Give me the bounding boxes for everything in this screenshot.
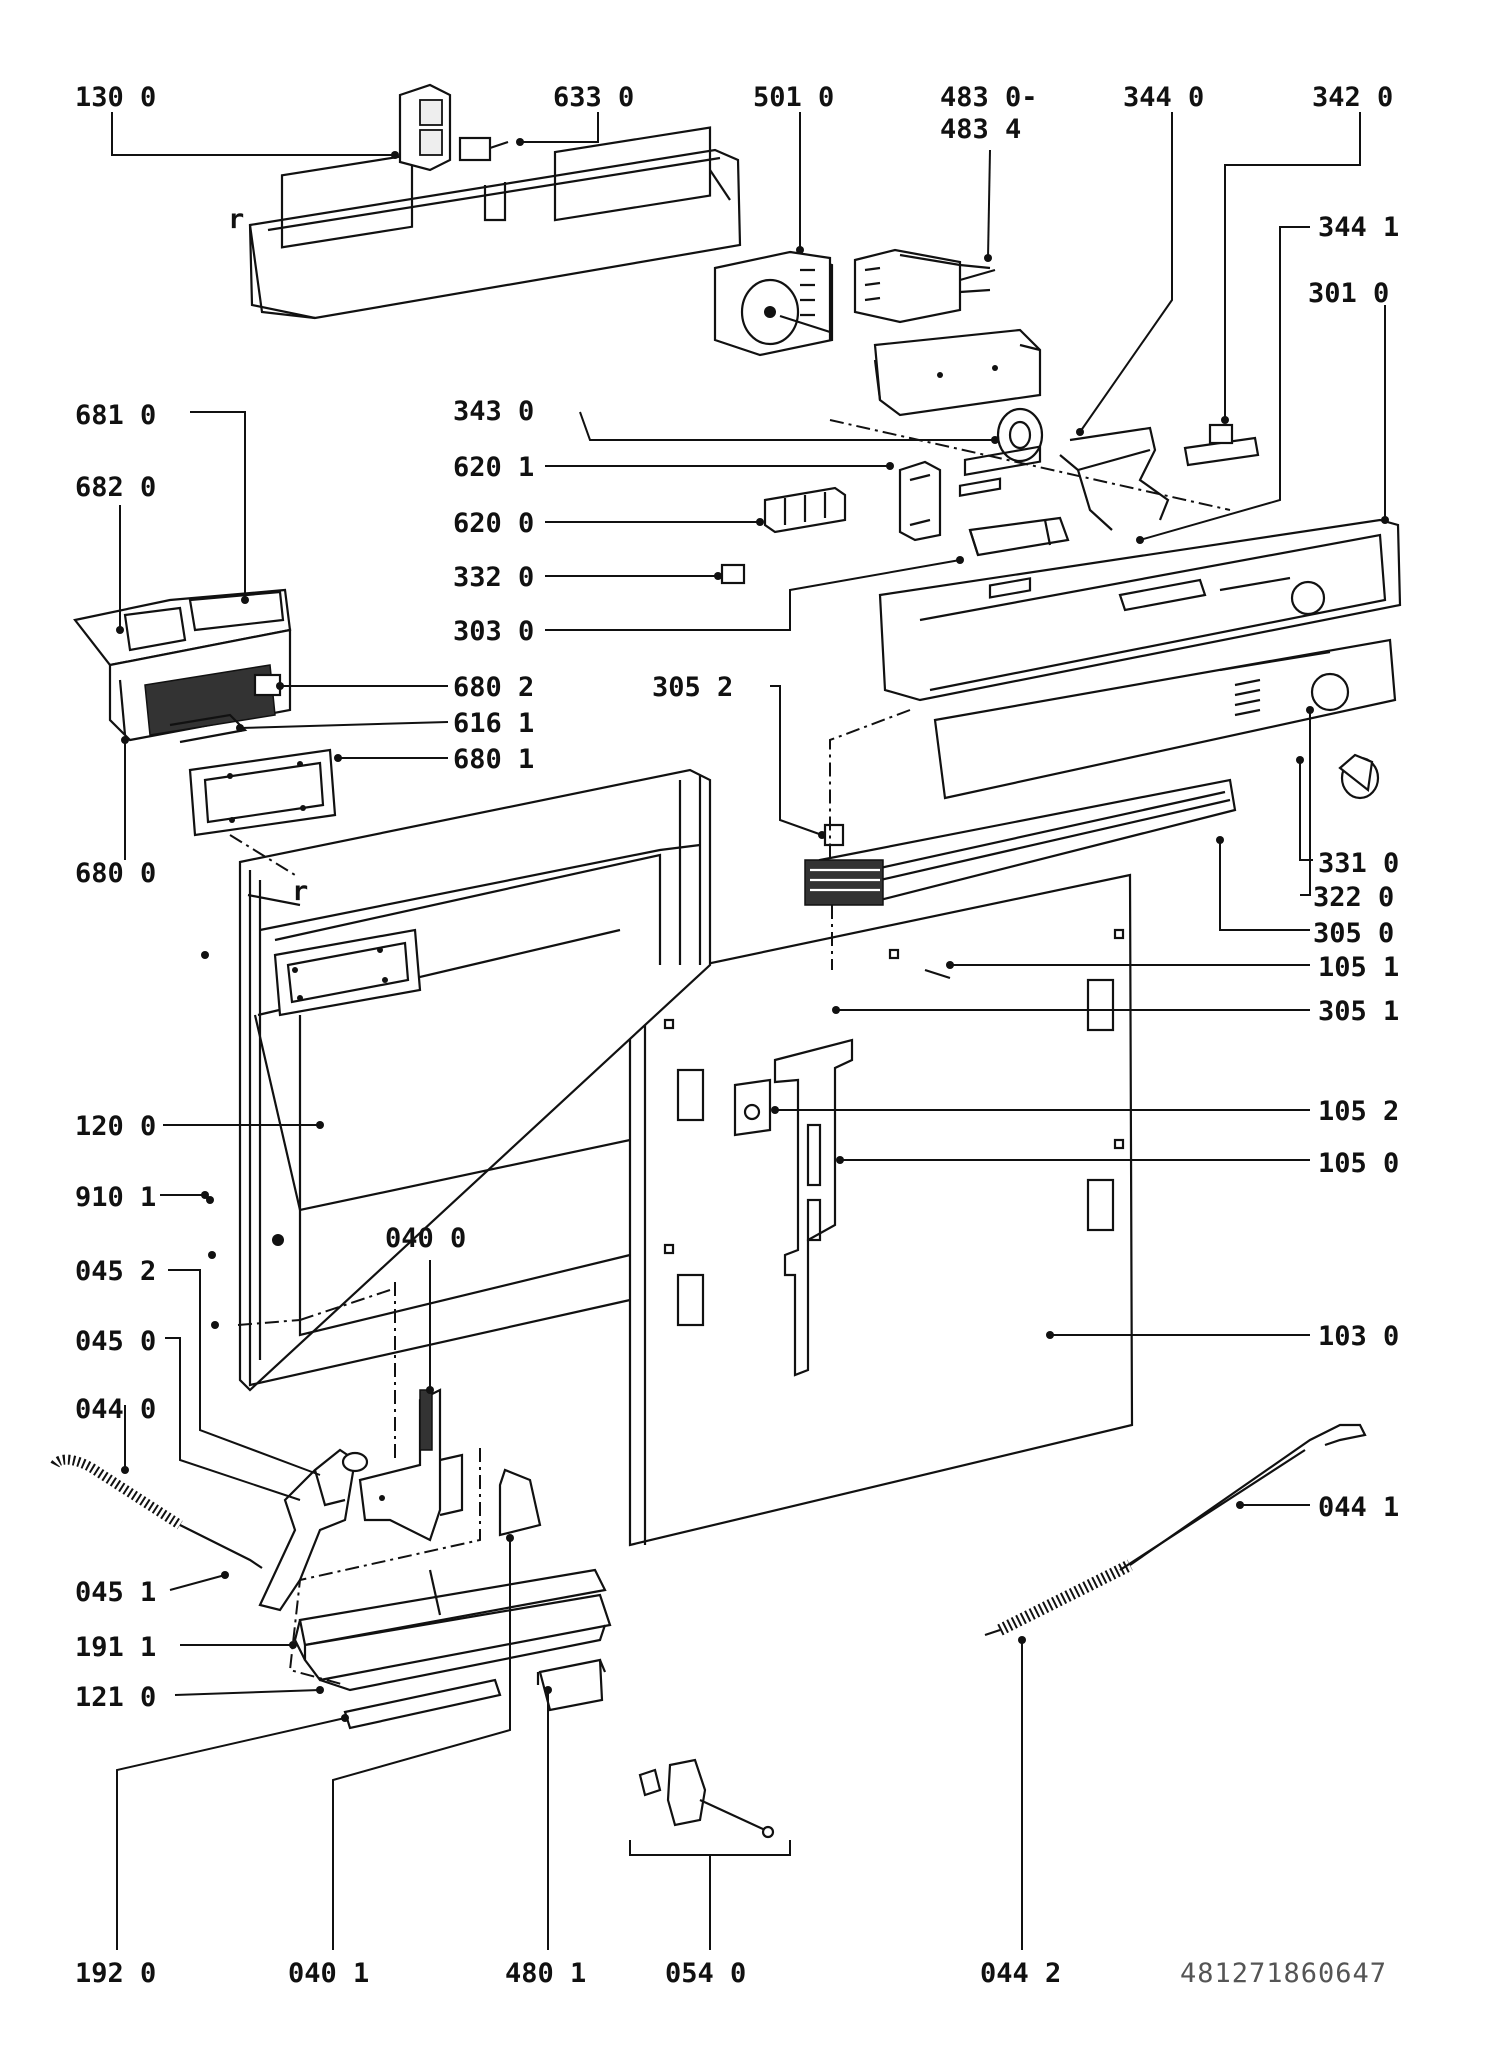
label-044-0: 044 0: [75, 1394, 156, 1425]
label-682-0: 682 0: [75, 472, 156, 503]
part-620-0: [763, 486, 847, 534]
label-301-0: 301 0: [1308, 278, 1389, 309]
label-305-0: 305 0: [1313, 918, 1394, 949]
part-682-0-dispenser: [73, 588, 292, 744]
label-105-2: 105 2: [1318, 1096, 1399, 1127]
label-680-1: 680 1: [453, 744, 534, 775]
part-103-0-door-panel: [628, 873, 1134, 1547]
part-045-0-hinge-arm: [258, 1448, 369, 1612]
label-616-1: 616 1: [453, 708, 534, 739]
label-121-0: 121 0: [75, 1682, 156, 1713]
label-343-0: 343 0: [453, 396, 534, 427]
leader-dots: [116, 138, 1389, 1722]
label-501-0: 501 0: [753, 82, 834, 113]
part-305-2: [823, 823, 845, 847]
marker-r-upper: r: [228, 204, 244, 235]
label-103-0: 103 0: [1318, 1321, 1399, 1352]
label-480-1: 480 1: [505, 1958, 586, 1989]
label-045-0: 045 0: [75, 1326, 156, 1357]
part-332-0: [720, 563, 746, 585]
marker-r-lower: r: [292, 876, 308, 907]
part-040-1-plate: [498, 1468, 542, 1537]
label-344-0: 344 0: [1123, 82, 1204, 113]
part-054-0-set: [638, 1758, 775, 1839]
part-121-0-lower-trim: [293, 1568, 612, 1692]
part-044-2-spring: [984, 1559, 1133, 1637]
label-040-1: 040 1: [288, 1958, 369, 1989]
part-344-0: [1059, 426, 1170, 531]
part-labels: 130 0 633 0 501 0 483 0- 483 4 344 0 342…: [75, 82, 1399, 1989]
part-105-1: [924, 968, 951, 980]
part-480-1-bracket: [536, 1658, 607, 1712]
part-044-1-rod: [1119, 1423, 1367, 1571]
label-040-0: 040 0: [385, 1223, 466, 1254]
label-332-0: 332 0: [453, 562, 534, 593]
label-044-2: 044 2: [980, 1958, 1061, 1989]
label-192-0: 192 0: [75, 1958, 156, 1989]
part-331-0-knob: [1338, 753, 1380, 800]
label-305-1: 305 1: [1318, 996, 1399, 1027]
label-045-1: 045 1: [75, 1577, 156, 1608]
label-054-0: 054 0: [665, 1958, 746, 1989]
part-105-0-bracket: [773, 1038, 854, 1377]
label-620-0: 620 0: [453, 508, 534, 539]
part-633-0: [458, 136, 509, 162]
drawing-reference-number: 481271860647: [1180, 1958, 1387, 1989]
part-483-0-connector: [853, 248, 996, 324]
label-044-1: 044 1: [1318, 1492, 1399, 1523]
part-620-1: [898, 460, 942, 542]
part-040-0-hinge: [358, 1388, 464, 1542]
part-322-0-front-panel: [933, 577, 1397, 800]
label-105-1: 105 1: [1318, 952, 1399, 983]
part-gasket-in-panel: [273, 928, 422, 1017]
label-045-2: 045 2: [75, 1256, 156, 1287]
leader-lines: [111, 112, 1386, 1950]
part-680-1-gasket: [188, 748, 337, 837]
label-331-0: 331 0: [1318, 848, 1399, 879]
label-344-1: 344 1: [1318, 212, 1399, 243]
label-120-0: 120 0: [75, 1111, 156, 1142]
part-044-0-spring: [50, 1454, 263, 1569]
label-303-0: 303 0: [453, 616, 534, 647]
part-130-0-rail: [248, 126, 742, 320]
part-342-0: [1183, 423, 1260, 467]
label-191-1: 191 1: [75, 1632, 156, 1663]
label-305-2: 305 2: [652, 672, 733, 703]
label-680-0: 680 0: [75, 858, 156, 889]
part-303-0: [968, 516, 1070, 557]
label-130-0: 130 0: [75, 82, 156, 113]
label-910-1: 910 1: [75, 1182, 156, 1213]
label-483-0: 483 0-: [940, 82, 1038, 113]
label-105-0: 105 0: [1318, 1148, 1399, 1179]
part-105-2-clip: [733, 1078, 772, 1137]
part-192-0-strip: [343, 1678, 502, 1730]
part-305-0-handle: [804, 778, 1237, 906]
label-483-4: 483 4: [940, 114, 1021, 145]
assembly-lines: [229, 419, 1231, 1686]
part-301-0-control-panel: [878, 445, 1402, 702]
part-910-1-screws: [201, 951, 284, 1329]
part-120-0-inner-panel: [238, 768, 712, 1392]
label-681-0: 681 0: [75, 400, 156, 431]
part-501-0-timer: [713, 250, 834, 357]
label-342-0: 342 0: [1312, 82, 1393, 113]
label-620-1: 620 1: [453, 452, 534, 483]
part-130-0-switch: [398, 83, 452, 172]
label-633-0: 633 0: [553, 82, 634, 113]
part-timer-housing: [873, 328, 1042, 417]
label-322-0: 322 0: [1313, 882, 1394, 913]
label-680-2: 680 2: [453, 672, 534, 703]
